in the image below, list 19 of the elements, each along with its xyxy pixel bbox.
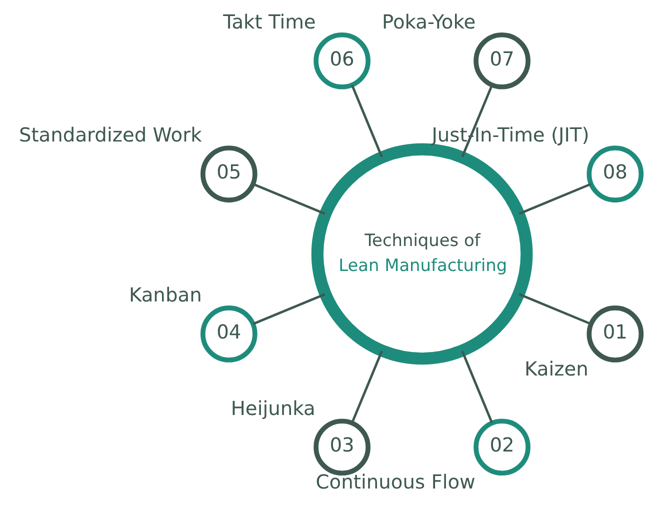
- node-circle: 01: [586, 306, 644, 362]
- node-circle: 08: [586, 146, 644, 202]
- connector: [518, 182, 592, 215]
- node-label: Takt Time: [223, 10, 316, 34]
- connector: [518, 293, 592, 326]
- node-label: Standardized Work: [18, 124, 202, 147]
- node-label: Kanban: [128, 284, 202, 307]
- node-circle: 07: [474, 32, 530, 90]
- node-circle: 04: [200, 306, 258, 362]
- connector: [350, 350, 383, 424]
- node-label: Heijunka: [230, 396, 316, 420]
- node-circle: 02: [474, 418, 530, 476]
- connector: [350, 84, 383, 158]
- node-circle: 06: [314, 32, 370, 90]
- node-circle: 05: [200, 146, 258, 202]
- connector: [461, 350, 494, 424]
- connector: [252, 182, 326, 215]
- node-label: Poka-Yoke: [382, 10, 476, 34]
- connector: [252, 293, 326, 326]
